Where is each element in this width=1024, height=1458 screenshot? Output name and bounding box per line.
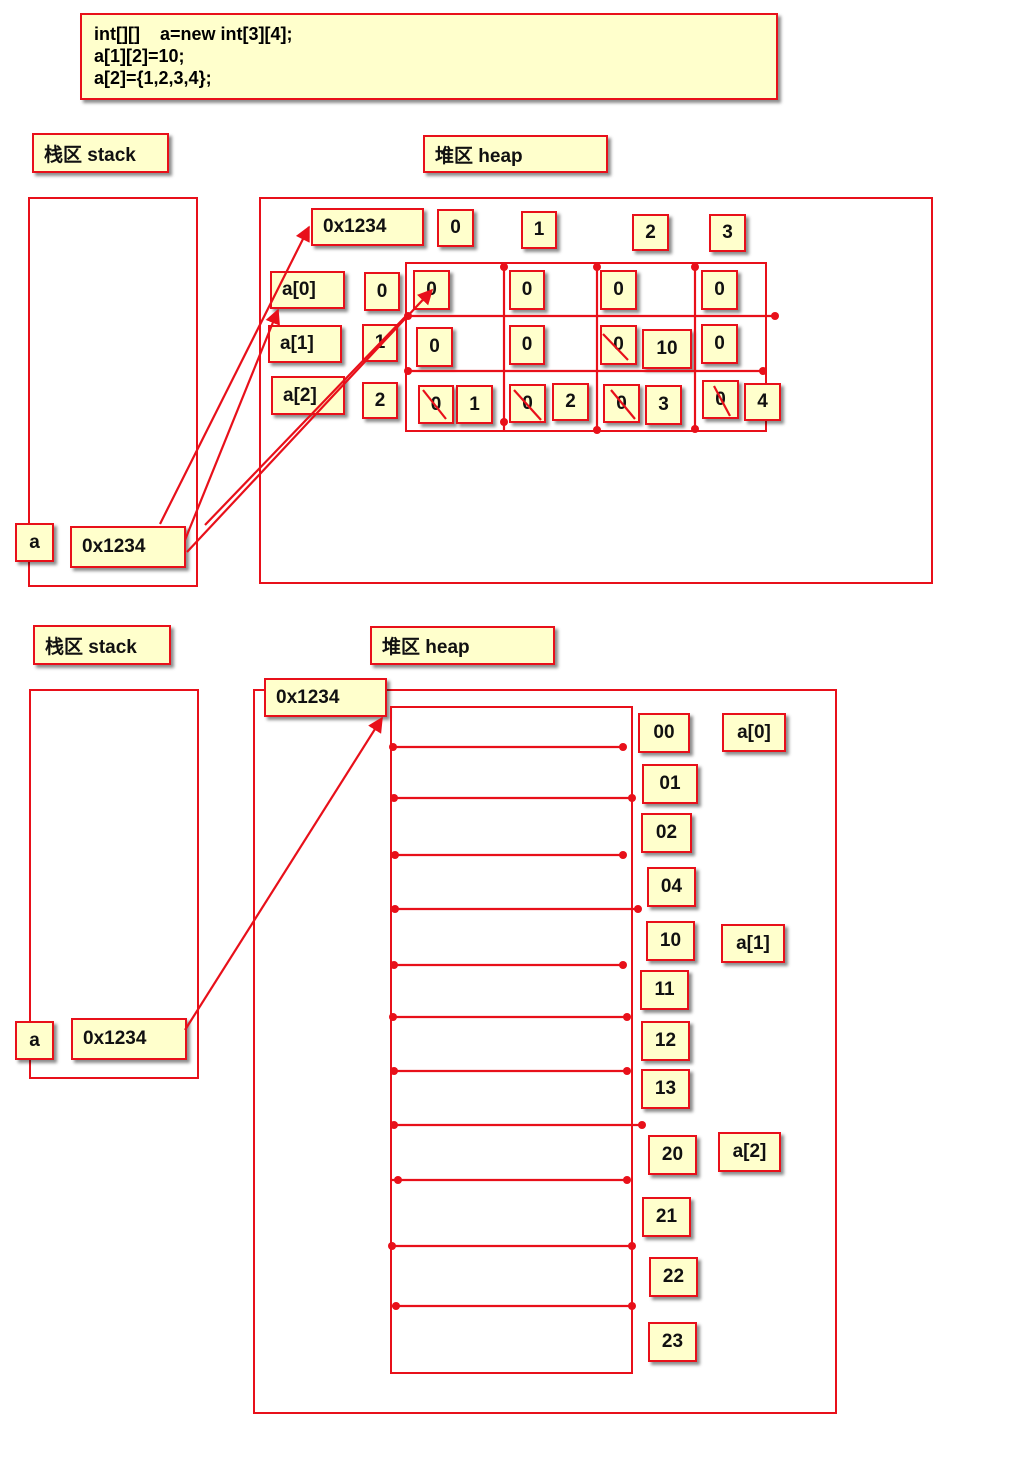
row-label-a2-bottom: a[2] bbox=[718, 1132, 781, 1172]
column-index-1: 1 bbox=[521, 211, 557, 249]
stack-label-bottom: 栈区 stack bbox=[33, 625, 171, 665]
heap-address-bottom: 0x1234 bbox=[264, 678, 387, 717]
new-value-a12: 10 bbox=[642, 329, 692, 369]
heap-address-top: 0x1234 bbox=[311, 208, 424, 246]
cell-index-02: 02 bbox=[641, 813, 692, 853]
grid-cell-1-2: 0 bbox=[600, 325, 637, 365]
stack-var-name-top: a bbox=[15, 523, 54, 562]
grid-cell-2-2: 0 bbox=[603, 384, 640, 423]
column-index-3: 3 bbox=[709, 214, 746, 252]
cell-index-23: 23 bbox=[648, 1322, 697, 1362]
column-index-0: 0 bbox=[437, 209, 474, 247]
row2-new-value-1: 2 bbox=[552, 383, 589, 421]
cell-index-21: 21 bbox=[642, 1197, 691, 1237]
row-label-a0-bottom: a[0] bbox=[722, 713, 786, 752]
grid-cell-0-3: 0 bbox=[701, 270, 738, 310]
heap-area-bottom bbox=[253, 689, 837, 1414]
heap-column-bottom bbox=[390, 706, 633, 1374]
heap-label-top: 堆区 heap bbox=[423, 135, 608, 173]
stack-var-name-bottom: a bbox=[15, 1021, 54, 1060]
cell-index-13: 13 bbox=[641, 1069, 690, 1109]
cell-index-11: 11 bbox=[640, 970, 689, 1010]
stack-var-value-bottom: 0x1234 bbox=[71, 1018, 187, 1060]
cell-index-22: 22 bbox=[649, 1257, 698, 1297]
code-block: int[][] a=new int[3][4]; a[1][2]=10; a[2… bbox=[80, 13, 778, 100]
code-line-3: a[2]={1,2,3,4}; bbox=[94, 68, 212, 88]
cell-index-00: 00 bbox=[638, 713, 690, 753]
heap-label-bottom: 堆区 heap bbox=[370, 626, 555, 665]
stack-var-value-top: 0x1234 bbox=[70, 526, 186, 568]
row2-new-value-2: 3 bbox=[645, 385, 682, 425]
row-index-1: 1 bbox=[362, 324, 398, 362]
column-index-2: 2 bbox=[632, 214, 669, 251]
row2-new-value-0: 1 bbox=[456, 385, 493, 424]
row-index-2: 2 bbox=[362, 382, 398, 419]
cell-index-01: 01 bbox=[642, 764, 698, 804]
cell-index-10: 10 bbox=[646, 921, 695, 961]
grid-cell-1-1: 0 bbox=[509, 325, 545, 365]
stack-label-top: 栈区 stack bbox=[32, 133, 169, 173]
grid-cell-1-3: 0 bbox=[701, 324, 738, 364]
grid-cell-1-0: 0 bbox=[416, 327, 453, 367]
cell-index-12: 12 bbox=[641, 1021, 690, 1061]
row2-new-value-3: 4 bbox=[744, 383, 781, 421]
row-label-a0: a[0] bbox=[270, 271, 345, 309]
row-label-a2: a[2] bbox=[271, 376, 345, 415]
cell-index-04: 04 bbox=[647, 867, 696, 907]
row-label-a1: a[1] bbox=[268, 325, 342, 363]
code-line-2: a[1][2]=10; bbox=[94, 46, 185, 66]
row-index-0: 0 bbox=[364, 272, 400, 311]
grid-cell-2-0: 0 bbox=[418, 385, 454, 424]
row-label-a1-bottom: a[1] bbox=[721, 924, 785, 963]
grid-cell-2-3: 0 bbox=[702, 380, 739, 419]
grid-cell-0-1: 0 bbox=[509, 270, 545, 310]
code-line-1: int[][] a=new int[3][4]; bbox=[94, 24, 293, 44]
grid-cell-0-2: 0 bbox=[600, 270, 637, 310]
grid-cell-2-1: 0 bbox=[509, 384, 546, 423]
cell-index-20: 20 bbox=[648, 1135, 697, 1175]
grid-cell-0-0: 0 bbox=[413, 270, 450, 310]
